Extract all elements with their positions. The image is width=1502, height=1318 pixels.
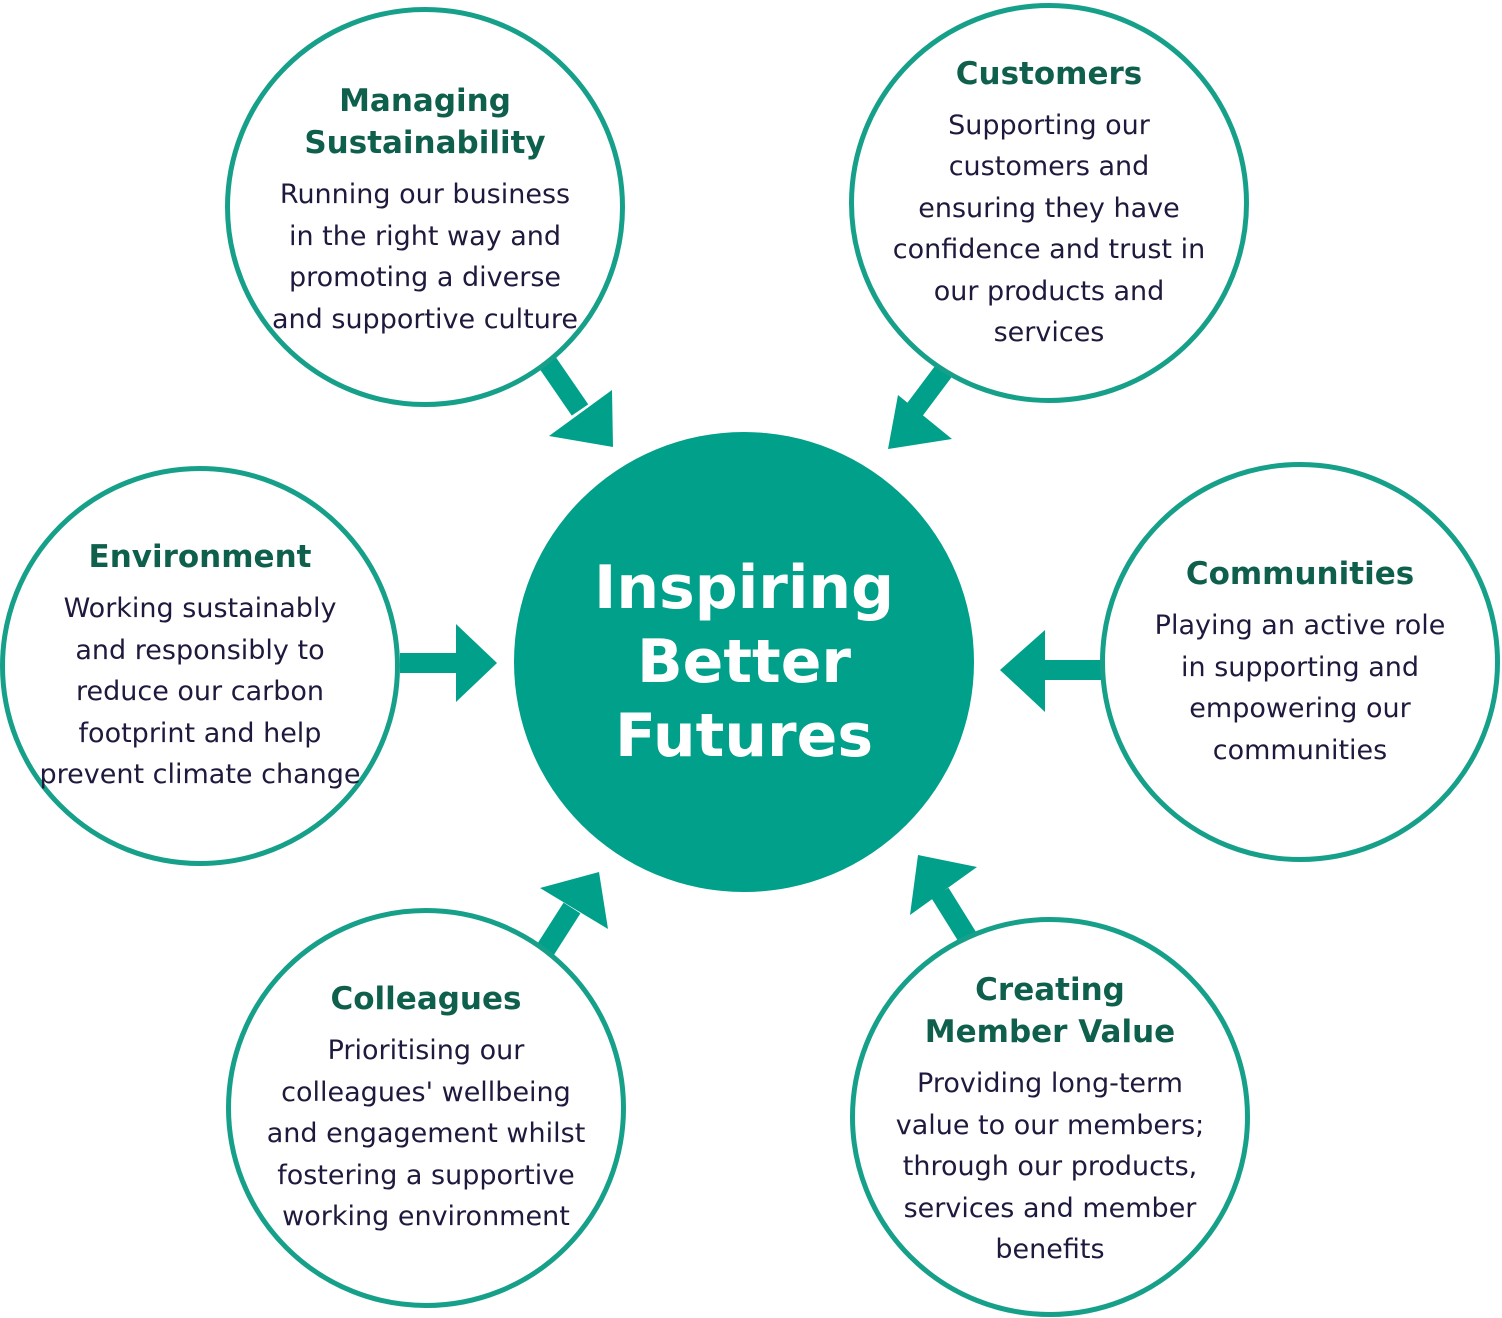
node-title: Colleagues <box>330 981 522 1018</box>
node-description: Working sustainably and responsibly to r… <box>39 593 361 791</box>
node-title: Customers <box>955 55 1143 92</box>
node-description: Running our business in the right way an… <box>272 179 578 335</box>
center-title: Inspiring Better Futures <box>594 553 895 771</box>
node-environment: Environment Working sustainably and resp… <box>0 466 400 866</box>
node-description: Supporting our customers and ensuring th… <box>892 109 1206 349</box>
node-title: Managing Sustainability <box>304 83 546 161</box>
node-title: Creating Member Value <box>924 972 1176 1051</box>
node-description: Prioritising our colleagues' wellbeing a… <box>266 1035 586 1233</box>
node-description: Providing long-term value to our members… <box>895 1068 1205 1266</box>
node-managing-sustainability: Managing Sustainability Running our busi… <box>225 7 625 407</box>
node-title: Communities <box>1185 556 1415 592</box>
arrow-creating-member-value <box>910 855 977 944</box>
arrow-environment <box>400 624 497 702</box>
node-creating-member-value: Creating Member Value Providing long-ter… <box>850 917 1250 1317</box>
arrow-managing-sustainability <box>538 356 613 447</box>
node-communities: Communities Playing an active role in su… <box>1100 462 1500 862</box>
arrow-colleagues <box>533 872 608 961</box>
node-customers: Customers Supporting our customers and e… <box>849 3 1249 403</box>
node-title: Environment <box>88 539 312 576</box>
node-description: Playing an active role in supporting and… <box>1154 610 1446 766</box>
center-circle: Inspiring Better Futures <box>514 432 974 892</box>
node-colleagues: Colleagues Prioritising our colleagues' … <box>226 908 626 1308</box>
arrow-communities <box>1000 630 1105 712</box>
arrow-customers <box>888 362 954 449</box>
